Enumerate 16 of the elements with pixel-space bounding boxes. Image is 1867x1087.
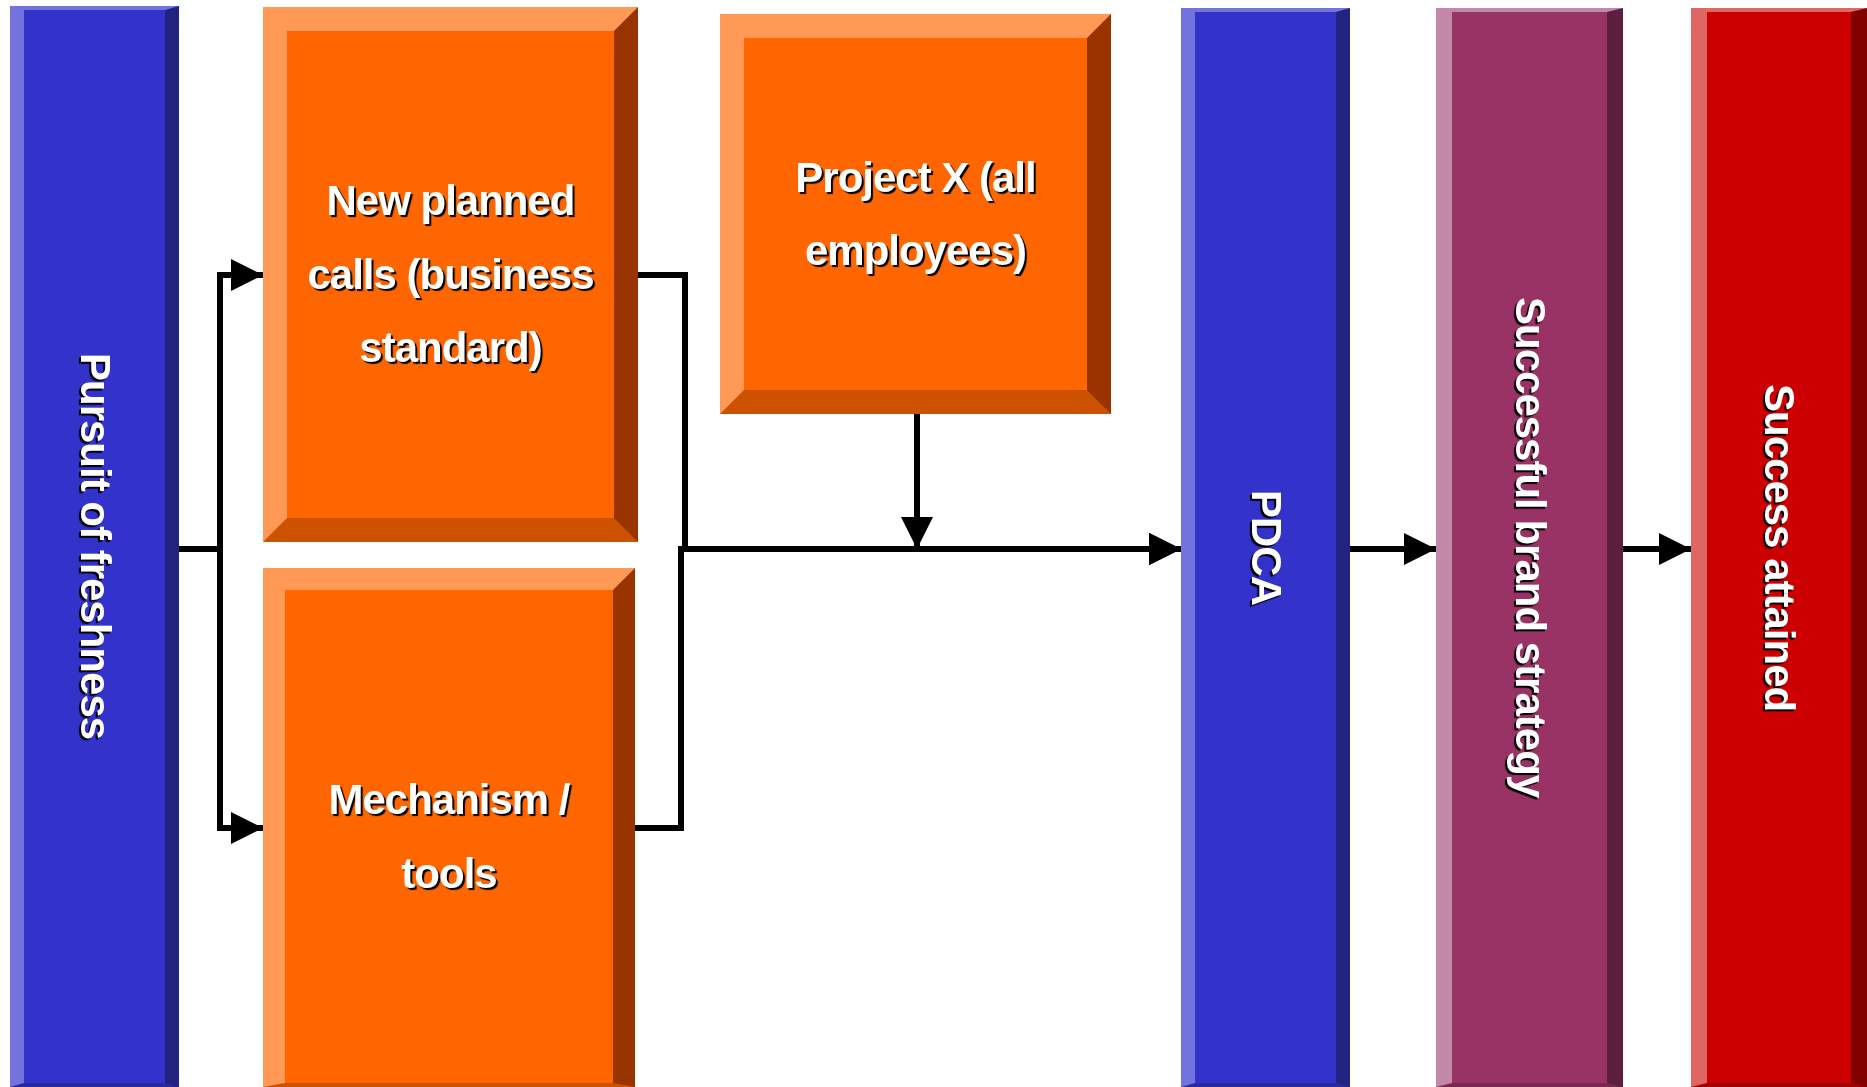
- box-label: New planned calls (business standard): [306, 176, 595, 374]
- process-box: [263, 7, 638, 542]
- process-box: [720, 14, 1111, 414]
- box-label: Project X (all employees): [794, 152, 1037, 276]
- vertical-bar: [10, 6, 179, 1087]
- box-label: Successful brand strategy: [1506, 297, 1553, 798]
- box-label: Pursuit of freshness: [71, 353, 118, 740]
- process-box: [263, 568, 635, 1087]
- vertical-bar: [1691, 8, 1867, 1087]
- vertical-bar: [1436, 8, 1623, 1087]
- box-label: PDCA: [1242, 490, 1289, 605]
- arrow: [1623, 533, 1691, 565]
- box-label: Mechanism / tools: [327, 775, 571, 899]
- box-label: Success attained: [1755, 383, 1803, 712]
- vertical-bar: [1181, 8, 1350, 1087]
- arrow: [1350, 533, 1436, 565]
